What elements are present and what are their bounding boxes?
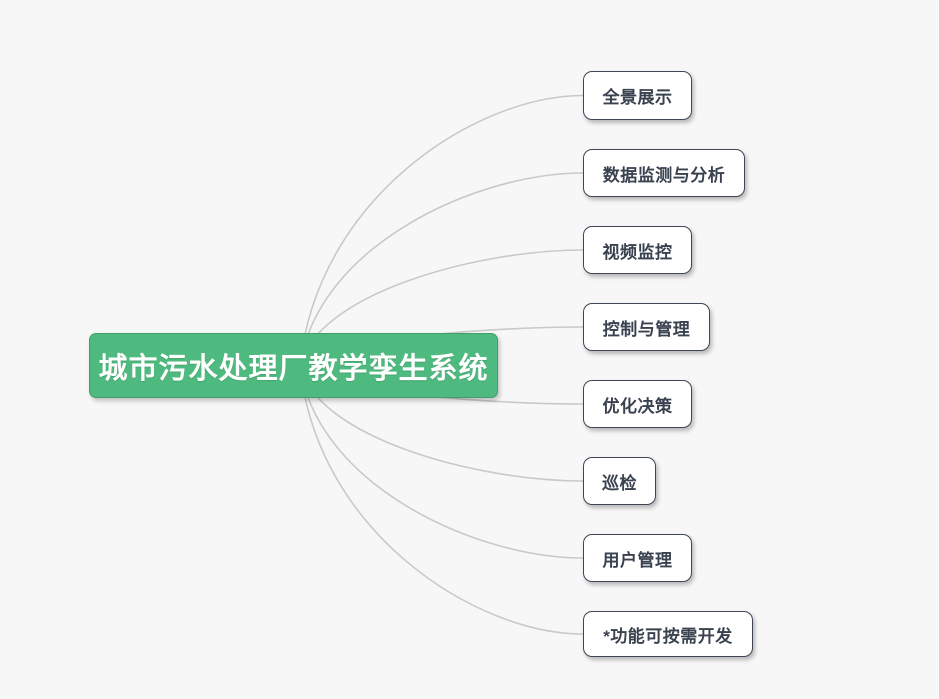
root-node-label: 城市污水处理厂教学孪生系统: [98, 352, 489, 385]
branch-node-inspection[interactable]: 巡检: [583, 457, 656, 505]
branch-node-label: *功能可按需开发: [603, 626, 733, 646]
branch-node-label: 优化决策: [602, 396, 673, 416]
branch-node-video-surveillance[interactable]: 视频监控: [583, 226, 692, 274]
branch-node-data-monitoring-analysis[interactable]: 数据监测与分析: [583, 149, 745, 197]
connector-line: [299, 365, 584, 635]
connector-line: [299, 94, 584, 367]
branch-node-label: 全景展示: [602, 88, 673, 107]
branch-node-label: 控制与管理: [602, 319, 691, 339]
branch-node-label: 用户管理: [602, 550, 673, 570]
branch-node-panoramic-display[interactable]: 全景展示: [583, 71, 692, 120]
root-node[interactable]: 城市污水处理厂教学孪生系统: [89, 333, 498, 398]
branch-node-label: 视频监控: [602, 242, 673, 262]
branch-node-control-management[interactable]: 控制与管理: [583, 303, 710, 351]
branch-node-label: 巡检: [602, 473, 637, 493]
branch-node-custom-development-note[interactable]: *功能可按需开发: [583, 611, 753, 657]
branch-node-optimization-decision[interactable]: 优化决策: [583, 380, 692, 428]
branch-node-label: 数据监测与分析: [602, 165, 726, 185]
branch-node-user-management[interactable]: 用户管理: [583, 534, 692, 582]
